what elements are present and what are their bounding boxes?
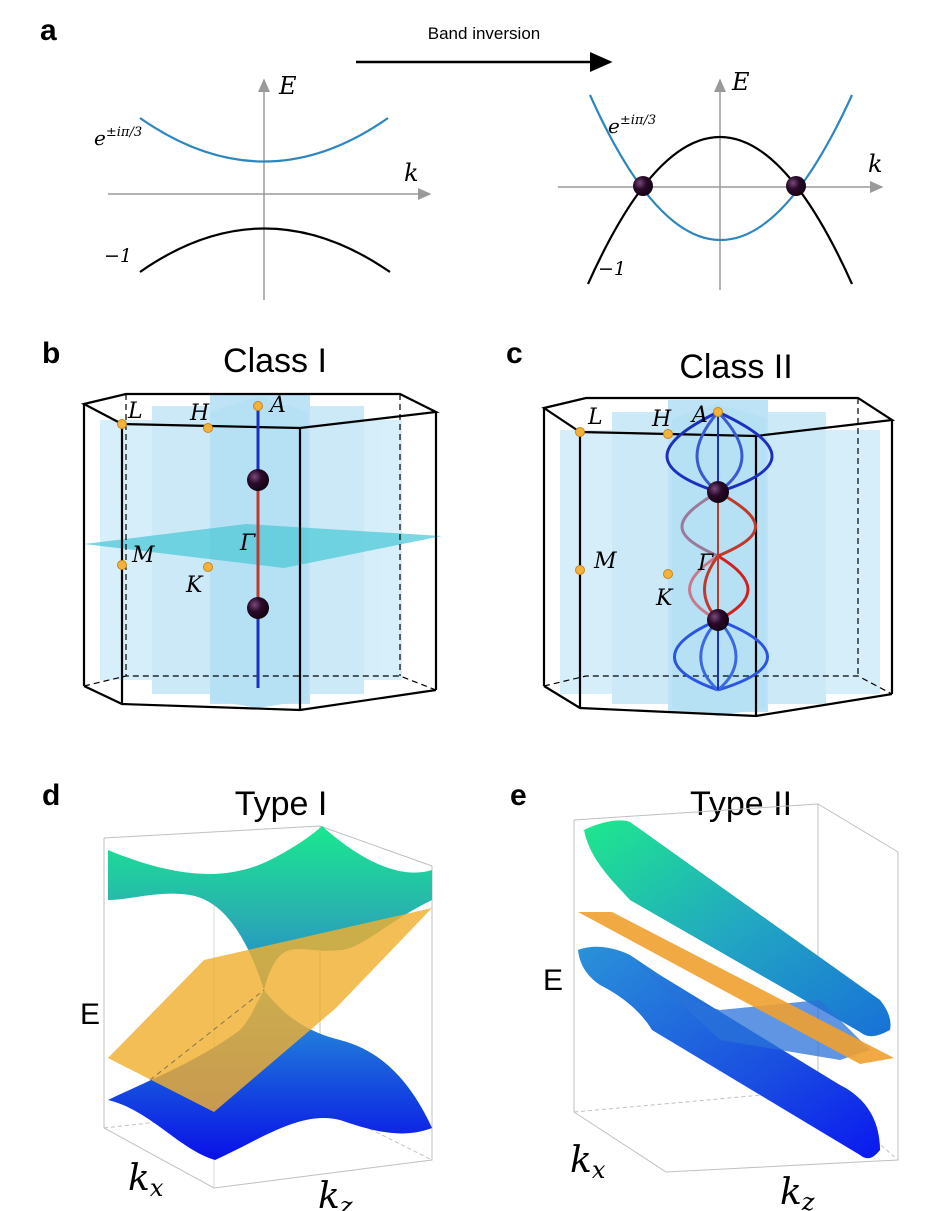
- upper-band-label: e±iπ/3: [608, 113, 656, 138]
- panel-c-title: Class II: [679, 348, 792, 386]
- dirac-point: [247, 597, 269, 619]
- nodal-chain: [665, 410, 774, 692]
- point-A: A: [268, 393, 286, 418]
- dirac-point: [707, 481, 729, 503]
- point-L: L: [587, 405, 603, 430]
- point-H: H: [189, 401, 210, 426]
- panel-b-letter: b: [42, 337, 60, 370]
- panel-b-title: Class I: [223, 342, 327, 380]
- high-symmetry-points: L H A M K Γ: [575, 403, 723, 611]
- upper-band-label: e±iπ/3: [94, 125, 142, 150]
- panel-e-title: Type II: [690, 785, 792, 823]
- kz-axis-label: kz: [318, 1176, 353, 1211]
- panel-b: b Class I: [42, 337, 442, 712]
- panel-d-title: Type I: [235, 785, 328, 823]
- point-Gamma: Γ: [239, 531, 256, 556]
- dirac-point: [247, 469, 269, 491]
- horizontal-plane: [84, 524, 442, 568]
- point-A: A: [690, 403, 708, 428]
- panel-d-letter: d: [42, 779, 60, 812]
- energy-axis-label: E: [543, 964, 563, 997]
- upper-band-surface: [108, 826, 432, 990]
- dirac-point: [707, 609, 729, 631]
- panel-c-letter: c: [506, 337, 523, 370]
- point-H: H: [651, 407, 672, 432]
- fermi-plane: [108, 908, 432, 1112]
- point-K: K: [185, 573, 204, 598]
- panel-e: e Type II E kx kz: [510, 779, 899, 1211]
- lower-band: [139, 227, 391, 273]
- kx-axis-label: kx: [128, 1158, 164, 1202]
- lower-band-surface: [108, 990, 432, 1160]
- energy-axis-label: E: [278, 72, 297, 100]
- energy-axis-label: E: [731, 68, 750, 96]
- upper-band-surface: [584, 820, 891, 1037]
- crossing-node: [633, 176, 653, 196]
- lower-band: [586, 136, 854, 285]
- upper-band: [588, 94, 854, 241]
- point-M: M: [593, 549, 617, 574]
- lower-band-label: −1: [598, 258, 626, 280]
- fermi-plane: [578, 912, 894, 1064]
- band-plot-left: E k e±iπ/3 −1: [94, 72, 432, 300]
- lower-band-label: −1: [104, 245, 132, 267]
- panel-a-letter: a: [40, 14, 57, 47]
- band-inversion-label: Band inversion: [428, 24, 540, 43]
- panel-c: c Class II: [506, 337, 896, 718]
- kz-axis-label: kz: [780, 1172, 815, 1211]
- energy-axis-label: E: [80, 998, 100, 1031]
- upper-band: [139, 117, 389, 163]
- panel-e-letter: e: [510, 779, 527, 812]
- high-symmetry-points: L H A M K Γ: [117, 393, 286, 598]
- lower-band-surface: [578, 946, 880, 1159]
- panel-d: d Type I E kx kz: [42, 779, 433, 1211]
- band-plot-right: E k e±iπ/3 −1: [558, 68, 884, 290]
- crossing-node: [786, 176, 806, 196]
- kx-axis-label: kx: [570, 1140, 606, 1184]
- momentum-axis-label: k: [868, 150, 883, 178]
- point-L: L: [127, 399, 143, 424]
- momentum-axis-label: k: [404, 159, 419, 187]
- point-Gamma: Γ: [697, 551, 714, 576]
- point-M: M: [131, 543, 155, 568]
- panel-a: a Band inversion E k e±iπ/3 −1 E k e±iπ/…: [40, 14, 884, 300]
- point-K: K: [655, 586, 674, 611]
